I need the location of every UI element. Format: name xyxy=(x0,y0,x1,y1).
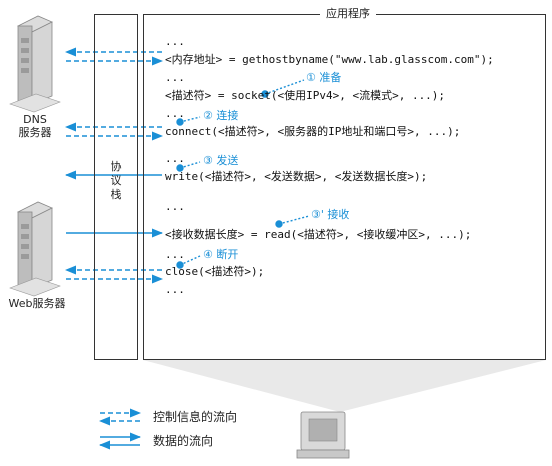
step-3-send: ③ 发送 xyxy=(203,154,239,167)
code-ellipsis-2: ... xyxy=(165,71,185,84)
code-ellipsis-3: ... xyxy=(165,107,185,120)
application-title: 应用程序 xyxy=(150,7,546,21)
web-server-icon xyxy=(9,201,61,297)
code-socket: <描述符> = socket(<使用IPv4>, <流模式>, ...); xyxy=(165,89,446,102)
dns-control-flow-arrows xyxy=(64,47,164,66)
stack-label-char-1: 协 xyxy=(110,160,122,173)
close-control-flow-arrows xyxy=(64,265,164,284)
step-4-disconnect: ④ 断开 xyxy=(203,248,239,261)
computer-cone xyxy=(143,360,546,412)
web-server-label: Web服务器 xyxy=(8,297,66,310)
legend-control-label: 控制信息的流向 xyxy=(153,410,238,424)
code-write: write(<描述符>, <发送数据>, <发送数据长度>); xyxy=(165,170,428,183)
step-1-prepare: ① 准备 xyxy=(306,71,342,84)
client-computer-icon xyxy=(296,411,350,459)
code-ellipsis-7: ... xyxy=(165,283,185,296)
code-read: <接收数据长度> = read(<描述符>, <接收缓冲区>, ...); xyxy=(165,228,472,241)
legend-data-label: 数据的流向 xyxy=(153,434,214,448)
dns-label-line1: DNS xyxy=(23,113,47,126)
code-connect: connect(<描述符>, <服务器的IP地址和端口号>, ...); xyxy=(165,125,461,138)
step-3b-receive: ③' 接收 xyxy=(311,208,350,221)
step-2-connect: ② 连接 xyxy=(203,109,239,122)
legend-data-arrow-icon xyxy=(98,432,142,450)
stack-label-char-2: 议 xyxy=(110,174,122,187)
stack-label-char-3: 栈 xyxy=(110,188,122,201)
legend-control-arrow-icon xyxy=(98,408,142,426)
dns-server-icon xyxy=(9,15,61,113)
code-gethostbyname: <内存地址> = gethostbyname("www.lab.glasscom… xyxy=(165,53,494,66)
code-ellipsis-6: ... xyxy=(165,248,185,261)
code-ellipsis-1: ... xyxy=(165,35,185,48)
code-ellipsis-5: ... xyxy=(165,200,185,213)
dns-server-label: DNS 服务器 xyxy=(10,113,60,139)
connect-control-flow-arrows xyxy=(64,122,164,141)
protocol-stack-box xyxy=(94,14,138,360)
protocol-stack-label: 协 议 栈 xyxy=(94,160,138,202)
step-leader-lines xyxy=(176,79,310,269)
code-close: close(<描述符>); xyxy=(165,265,265,278)
code-ellipsis-4: ... xyxy=(165,152,185,165)
dns-label-line2: 服务器 xyxy=(18,126,52,139)
